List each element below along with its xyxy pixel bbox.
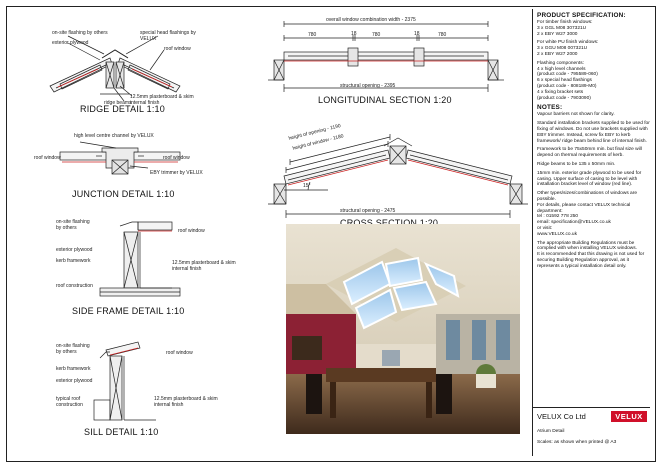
ridge-detail-title: RIDGE DETAIL 1:10	[80, 104, 165, 114]
sill-detail-title: SILL DETAIL 1:10	[84, 427, 159, 437]
junction-trimmer-label: EBY trimmer by VELUX	[150, 170, 203, 176]
cross-section-drawing	[268, 134, 528, 218]
ridge-detail-drawing	[49, 35, 181, 102]
junction-detail-drawing	[59, 141, 181, 175]
note-3: Framework to be 75x50mm min. but final s…	[537, 147, 642, 159]
ridge-roof-window-label: roof window	[164, 46, 191, 52]
side-frame-drawing	[99, 221, 181, 297]
note-2: Standard installation brackets supplied …	[537, 121, 650, 144]
longitudinal-section-title: LONGITUDINAL SECTION 1:20	[318, 95, 452, 105]
atrium-interior-photo	[286, 224, 520, 434]
side-plywood-label: exterior plywood	[56, 247, 93, 253]
spec-flashing: Flashing components: 4 x high level chan…	[537, 60, 598, 101]
sill-flashing-label: on-site flashing by others	[56, 343, 90, 355]
sill-plywood-label: exterior plywood	[56, 378, 93, 384]
note-4: Ridge beams to be 135 x 50mm min.	[537, 161, 616, 167]
spec-heading: PRODUCT SPECIFICATION:	[537, 12, 626, 19]
note-5: 15mm min. exterior grade plywood to be u…	[537, 170, 642, 188]
drawing-name: Atrium Detail	[537, 429, 565, 434]
junction-roof-window-right-label: roof window	[163, 155, 190, 161]
side-kerb-label: kerb framework	[56, 258, 91, 264]
company-name: VELUX Co Ltd	[537, 412, 586, 421]
dim-2: 18	[351, 31, 357, 37]
side-frame-detail-title: SIDE FRAME DETAIL 1:10	[72, 306, 185, 316]
spec-white-pu: For white PU finish windows: 3 x GGU M08…	[537, 40, 599, 57]
spec-timber: For timber finish windows: 3 x GGL M08 3…	[537, 20, 593, 37]
angle-label: 15°	[303, 183, 311, 189]
cross-section-title: CROSS SECTION 1:20	[340, 218, 439, 228]
velux-logo: VELUX	[611, 411, 647, 422]
drawing-scales: Scales: as shown when printed @ A3	[537, 440, 617, 445]
ridge-beams-label: ridge beams	[104, 100, 132, 106]
sill-detail-drawing	[93, 341, 156, 421]
notes-heading: NOTES:	[537, 104, 563, 112]
junction-channel-label: high level centre channel by VELUX	[74, 133, 154, 139]
ridge-flashing-label: on-site flashing by others	[52, 30, 108, 36]
junction-roof-window-left-label: roof window	[34, 155, 61, 161]
side-plasterboard-label: 12.5mm plasterboard & skim internal fini…	[172, 260, 236, 272]
dim-5: 780	[438, 32, 447, 38]
dim-4: 18	[414, 31, 420, 37]
side-roof-construction-label: roof construction	[56, 283, 93, 289]
overall-width-label: overall window combination width - 2375	[326, 17, 416, 23]
side-flashing-label: on-site flashing by others	[56, 219, 90, 231]
longitudinal-structural-label: structural opening - 2395	[340, 83, 396, 89]
note-7: The appropriate Building Regulations mus…	[537, 240, 645, 269]
junction-detail-title: JUNCTION DETAIL 1:10	[72, 189, 175, 199]
note-6: Other types/sizes/combinations of window…	[537, 191, 637, 237]
sill-kerb-label: kerb framework	[56, 366, 91, 372]
dim-1: 780	[308, 32, 317, 38]
cross-structural-label: structural opening - 2475	[340, 208, 396, 214]
ridge-special-flashings-label: special head flashings by VELUX	[140, 30, 196, 42]
sill-plasterboard-label: 12.5mm plasterboard & skim internal fini…	[154, 396, 218, 408]
ridge-plywood-label: exterior plywood	[52, 40, 89, 46]
note-1: Vapour barriers not shown for clarity.	[537, 112, 615, 118]
sill-roof-window-label: roof window	[166, 350, 193, 356]
sill-typical-roof-label: typical roof construction	[56, 396, 83, 408]
longitudinal-section-drawing	[268, 21, 504, 92]
side-roof-window-label: roof window	[178, 228, 205, 234]
drawing-sheet	[6, 6, 656, 462]
dim-3: 780	[372, 32, 381, 38]
ridge-plasterboard-label: 12.5mm plasterboard & skim internal fini…	[130, 94, 194, 106]
specification-panel: PRODUCT SPECIFICATION: For timber finish…	[532, 9, 650, 407]
title-block: VELUX Co Ltd VELUX Atrium Detail Scales:…	[532, 407, 650, 456]
